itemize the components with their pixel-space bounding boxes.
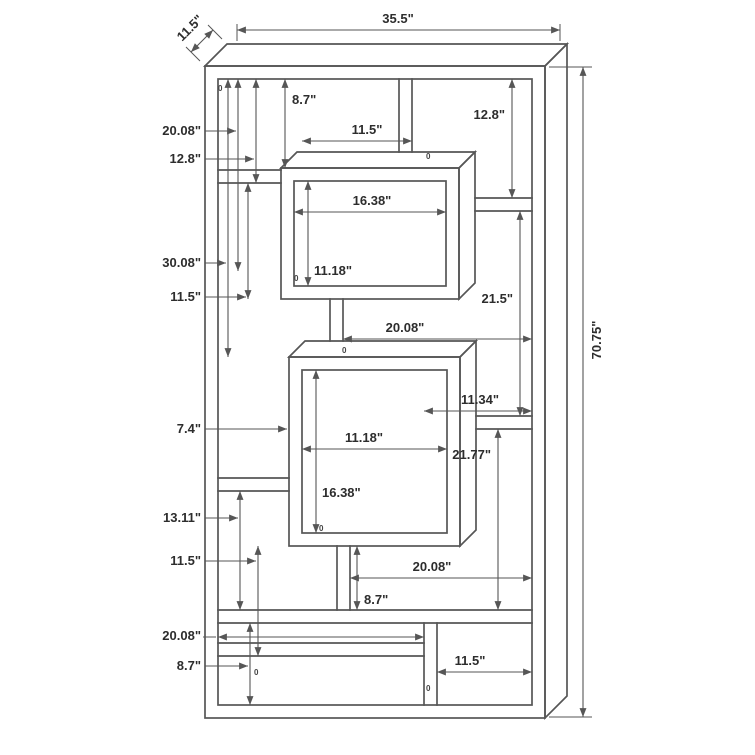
zero-mark: 0 [319,524,324,533]
dim-label-left-upper-a: 20.08" [162,123,201,138]
dim-label-box1-inner-width: 16.38" [353,193,392,208]
zero-mark: 0 [294,274,299,283]
dim-label-top-nook-width: 11.5" [352,122,383,137]
dim-label-left-lower-a: 13.11" [163,510,201,525]
dim-label-right-mid-height: 21.5" [482,291,513,306]
dimension-labels: 11.5" 35.5" 70.75" 8.7" 11.5" 12.8" 20.0… [162,11,604,673]
dim-label-top-left-gap: 8.7" [292,92,316,107]
zero-mark: 0 [426,684,431,693]
lower-box-front-inner [301,369,448,534]
dimension-lines [185,24,592,718]
upper-box [278,149,478,302]
dim-label-left-mid-a: 30.08" [162,255,201,270]
cabinet-front-outer [204,65,546,719]
upper-box-front-inner [293,180,447,287]
dim-label-right-shelf-width: 11.34" [461,392,499,407]
lower-box-side-face [459,338,477,549]
dim-label-stem-gap: 8.7" [364,592,388,607]
dim-label-box2-inner-width: 11.18" [345,430,383,445]
dim-label-bottom-left-height: 8.7" [177,658,201,673]
dim-label-bottom-right-width: 11.5" [455,653,486,668]
dim-label-left-upper-b: 12.8" [170,151,201,166]
dim-label-overall-height: 70.75" [589,321,604,360]
dim-label-top-width: 35.5" [382,11,413,26]
dim-label-left-mid-b: 11.5" [170,289,201,304]
zero-mark: 0 [254,668,259,677]
dim-label-left-lower-b: 11.5" [170,553,201,568]
zero-mark: 0 [342,346,347,355]
zero-mark: 0 [218,84,223,93]
cabinet-top-face [202,43,570,67]
dim-label-top-right-height: 12.8" [474,107,505,122]
dim-label-top-depth: 11.5" [174,12,206,44]
cabinet-front-inner [217,78,533,706]
dim-label-lower-shelf-span: 20.08" [413,559,452,574]
zero-mark: 0 [426,152,431,161]
lower-box-front-outer [288,356,461,547]
upper-box-front-outer [280,167,460,300]
cabinet-side-face [544,41,568,721]
upper-box-side-face [458,149,476,302]
dim-label-box1-inner-height: 11.18" [314,263,352,278]
upper-box-top-face [278,151,478,169]
cabinet-frame [202,41,570,721]
dim-label-box2-inner-height: 16.38" [322,485,361,500]
dim-label-right-lower-height: 21.77" [452,447,491,462]
zero-markers: 0 0 0 0 0 0 0 [218,84,431,693]
lower-box-top-face [286,340,479,358]
dim-label-left-7-4: 7.4" [177,421,201,436]
dim-label-bottom-left-span: 20.08" [162,628,201,643]
dim-label-center-shelf-span: 20.08" [386,320,425,335]
